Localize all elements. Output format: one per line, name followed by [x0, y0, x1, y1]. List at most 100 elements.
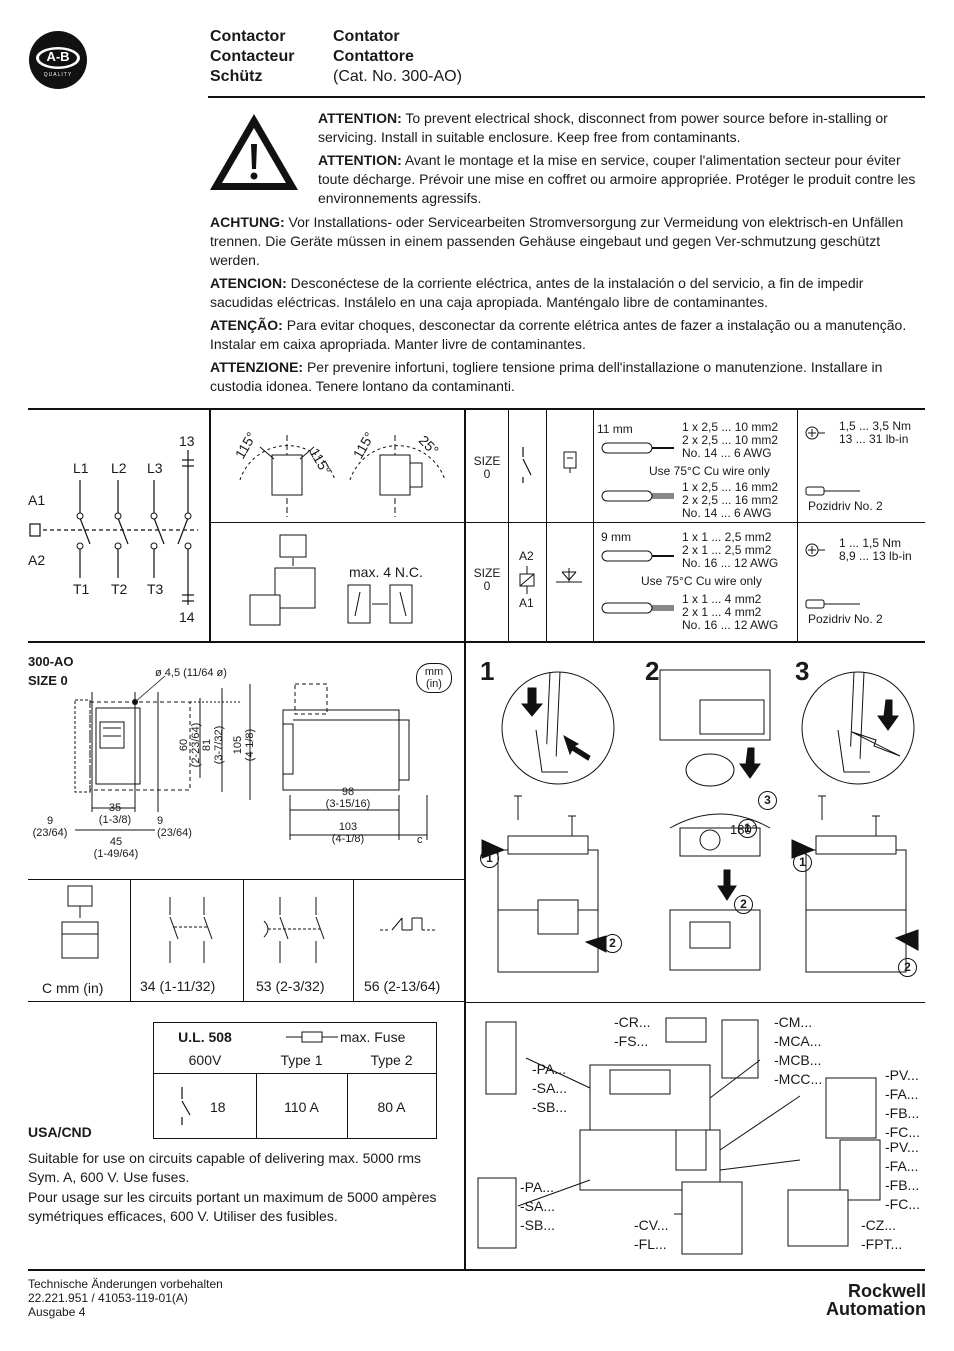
warning-fr-label: ATTENTION: [318, 152, 402, 168]
header-rule [208, 96, 925, 98]
acc-pv-lower-4: -FC... [885, 1196, 920, 1212]
wire-main-stranded: 1 x 2,5 ... 16 mm2 2 x 2,5 ... 16 mm2 No… [682, 481, 778, 520]
wire-main-driver: Pozidriv No. 2 [808, 499, 883, 513]
footer-info: Technische Änderungen vorbehalten 22.221… [28, 1277, 223, 1319]
acc-pv-upper-1: -PV... [885, 1067, 919, 1083]
wire-coil-size: SIZE 0 [466, 567, 508, 593]
coil-symbol [519, 566, 535, 594]
acc-pv-lower-1: -PV... [885, 1139, 919, 1155]
dim-81-mm: 81 [201, 738, 213, 752]
warning-icon [210, 114, 298, 190]
dim-98: 98 (3-15/16) [318, 786, 378, 810]
ab-logo-graphic [29, 31, 87, 89]
warning-en: ATTENTION: To prevent electrical shock, … [318, 109, 918, 147]
solid-wire-icon [601, 442, 674, 454]
wire-main-torque-1: 1,5 ... 3,5 Nm [839, 419, 912, 433]
ul-type2: Type 2 [370, 1052, 413, 1068]
warning-es-label: ATENCION: [210, 275, 287, 291]
grid-h-mount [209, 522, 464, 523]
grid-bottom-rule [28, 1269, 925, 1271]
dim-9-left-in: (23/64) [32, 827, 68, 839]
ul-table-col-divider-2 [347, 1073, 348, 1138]
front-view-drawing [74, 675, 251, 831]
wire-coil-stranded-1: 1 x 1 ... 4 mm2 [682, 592, 762, 606]
ctable-value-3: 56 (2-13/64) [364, 978, 441, 994]
grid-v-ct2 [243, 879, 244, 1001]
dim-35-mm: 35 [108, 802, 122, 814]
logo-subtext: QUALITY [43, 72, 73, 78]
coil-a2: A2 [28, 552, 46, 568]
wire-main-stranded-3: No. 14 ... 6 AWG [682, 506, 772, 520]
wire-main-size: SIZE 0 [466, 455, 508, 481]
coil-a1: A1 [28, 492, 46, 508]
terminal-l1: L1 [73, 460, 89, 476]
main-contact-symbol [522, 447, 532, 483]
dim-45-mm: 45 [109, 836, 123, 848]
coil-stranded-wire-icon [601, 602, 674, 614]
schematic-diagram [29, 450, 198, 605]
usa-title: USA/CND [28, 1124, 92, 1140]
wire-coil-solid-2: 2 x 1 ... 2,5 mm2 [682, 543, 772, 557]
usa-text-fr: Pour usage sur les circuits portant un m… [28, 1189, 437, 1224]
usa-text-en: Suitable for use on circuits capable of … [28, 1150, 421, 1185]
footer-line-1: Technische Änderungen vorbehalten [28, 1277, 223, 1291]
ul-hp: 18 [210, 1099, 226, 1115]
ctable-contact-b [263, 897, 325, 963]
dim-units-in: (in) [426, 678, 442, 690]
acc-pa-lower-3: -SB... [520, 1217, 556, 1233]
warning-fr-text: Avant le montage et la mise en service, … [318, 152, 916, 206]
side-view-drawing [282, 683, 428, 840]
dim-9-left-mm: 9 [46, 815, 54, 827]
dim-size: SIZE 0 [28, 673, 68, 688]
dim-81: 81 (3-7/32) [201, 715, 225, 775]
wire-main-solid-2: 2 x 2,5 ... 10 mm2 [682, 433, 779, 447]
ctable-value-1: 34 (1-11/32) [140, 978, 216, 994]
acc-cm-4: -MCC... [774, 1071, 823, 1087]
warning-it-label: ATTENZIONE: [210, 359, 304, 375]
dim-45-in: (1-49/64) [93, 848, 139, 860]
wire-coil-size-label: SIZE [473, 566, 501, 580]
dim-103-mm: 103 [338, 821, 358, 833]
acc-pa-upper-3: -SB... [532, 1099, 568, 1115]
ctable-label: C mm (in) [42, 980, 104, 996]
terminal-l2: L2 [111, 460, 127, 476]
ul-fuse-label: max. Fuse [340, 1029, 406, 1045]
rockwell-logo-line-2: Automation [826, 1299, 926, 1319]
dim-9-right-in: (23/64) [157, 827, 192, 839]
ul-table: U.L. 508 600V max. Fuse Type 1 Type 2 18… [153, 1022, 437, 1139]
wire-main-stranded-1: 1 x 2,5 ... 16 mm2 [682, 480, 779, 494]
wire-coil-solid: 1 x 1 ... 2,5 mm2 2 x 1 ... 2,5 mm2 No. … [682, 531, 778, 570]
acc-pa-lower-1: -PA... [520, 1179, 554, 1195]
warning-de-label: ACHTUNG: [210, 214, 285, 230]
coil-terminal-a2: A2 [519, 549, 534, 563]
ul-standard: U.L. 508 [178, 1029, 232, 1045]
ul-table-col-divider-1 [256, 1073, 257, 1138]
ul-voltage: 600V [188, 1052, 222, 1068]
wire-coil-stranded: 1 x 1 ... 4 mm2 2 x 1 ... 4 mm2 No. 16 .… [682, 593, 778, 632]
acc-pa-upper-2: -SA... [532, 1080, 568, 1096]
acc-cz-1: -CZ... [861, 1217, 896, 1233]
ul-table-row-divider [154, 1073, 436, 1074]
grid-v-ct1 [130, 879, 131, 1001]
grid-v-wire1 [508, 408, 509, 642]
warning-pt-text: Para evitar choques, desconectar da corr… [210, 317, 907, 352]
step-2-marker-3: 3 [758, 791, 777, 810]
step-3-marker-2: 2 [898, 958, 917, 977]
ctable-timer [380, 917, 436, 931]
dim-35: 35 (1-3/8) [90, 802, 140, 826]
step-3-marker-1: 1 [793, 853, 812, 872]
title-catalog: (Cat. No. 300-AO) [333, 68, 462, 85]
coil-screwdriver-icon [805, 599, 860, 609]
warning-es: ATENCION: Desconéctese de la corriente e… [210, 274, 925, 312]
mounting-angle-diagram [239, 435, 446, 517]
grid-v-wire3 [593, 408, 594, 642]
ul-contact-symbol [181, 1087, 191, 1125]
grid-mid-rule [28, 641, 925, 643]
wire-main-stranded-2: 2 x 2,5 ... 16 mm2 [682, 493, 779, 507]
wire-main-note: Use 75°C Cu wire only [649, 464, 770, 478]
title-pt: Contator [333, 28, 400, 45]
grid-accessory-rule [464, 1002, 925, 1003]
step-3-number: 3 [795, 656, 810, 686]
wire-main-torque-2: 13 ... 31 lb-in [839, 432, 909, 446]
title-fr: Contacteur [210, 48, 295, 65]
